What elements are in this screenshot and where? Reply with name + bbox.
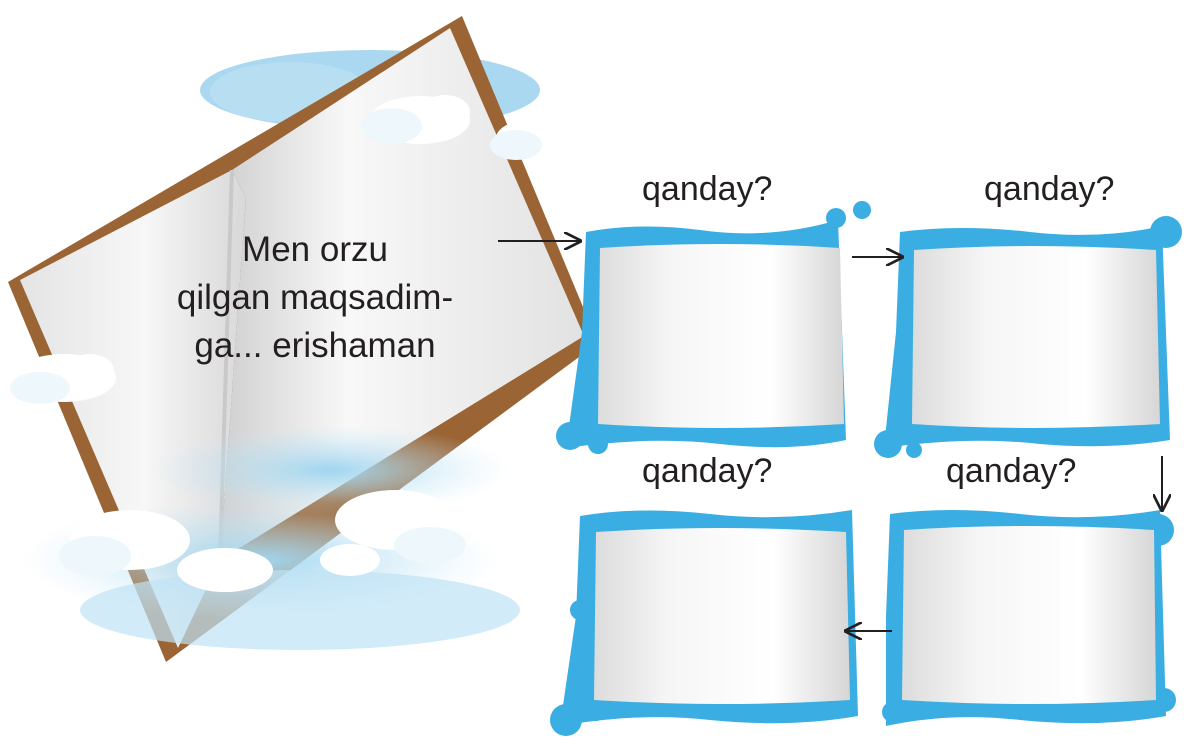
cloud-left [10, 354, 116, 404]
frame-4 [882, 510, 1176, 726]
frame-3-label: qanday? [642, 452, 773, 490]
frame-1 [556, 201, 871, 454]
book-text-line: qilgan maqsadim- [176, 278, 454, 317]
frame-1-label: qanday? [642, 170, 773, 208]
frame-2-label: qanday? [984, 170, 1115, 208]
book-text-line: Men orzu [242, 230, 388, 269]
book-text-line: ga... erishaman [194, 326, 436, 365]
cloud-bottom-group [59, 490, 466, 592]
book-text: Men orzu qilgan maqsadim- ga... erishama… [140, 226, 490, 370]
frame-4-label: qanday? [946, 452, 1077, 490]
cloud-top [362, 95, 584, 160]
frame-3 [550, 510, 858, 736]
frame-2 [874, 216, 1182, 458]
